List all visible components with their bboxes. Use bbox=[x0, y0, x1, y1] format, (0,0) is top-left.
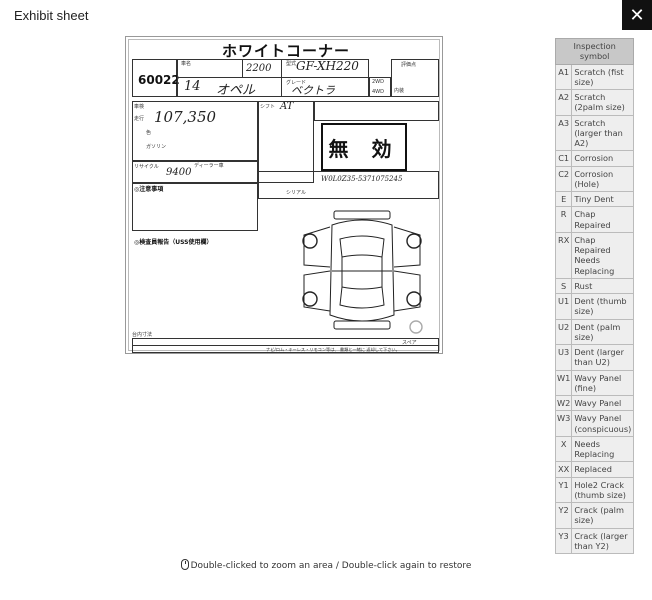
spec-box bbox=[132, 101, 258, 161]
displacement-value: 2200 bbox=[246, 63, 272, 74]
notes-label: ◎注意事項 bbox=[134, 186, 164, 193]
sheet-title: ホワイトコーナー bbox=[222, 42, 351, 60]
chassis-number-value: W0L0Z35-5371075245 bbox=[321, 175, 403, 183]
car-diagram bbox=[302, 210, 423, 334]
recycle-fee-value: 9400 bbox=[166, 167, 192, 178]
close-icon: ✕ bbox=[629, 4, 645, 26]
void-stamp: 無 効 bbox=[321, 123, 407, 171]
year-value: 14 bbox=[184, 79, 201, 94]
lot-box bbox=[132, 59, 177, 97]
close-button[interactable]: ✕ bbox=[622, 0, 652, 30]
make-value: オペル bbox=[216, 83, 256, 98]
car-info-box bbox=[177, 59, 369, 97]
zoom-hint: Double-clicked to zoom an area / Double-… bbox=[0, 559, 652, 571]
zoom-hint-text: Double-clicked to zoom an area / Double-… bbox=[190, 561, 472, 571]
evaluation-box bbox=[391, 59, 439, 97]
sheet-border bbox=[128, 39, 440, 351]
lot-number: 60022 bbox=[138, 73, 180, 87]
grade-value: ベクトラ bbox=[291, 84, 335, 97]
exhibit-sheet-image[interactable]: ホワイトコーナー 60022 車名 型式 2200 GF-XH220 14 オペ… bbox=[125, 36, 443, 354]
legend-header: Inspection symbol bbox=[554, 38, 635, 65]
notes-box bbox=[132, 183, 258, 231]
mouse-icon bbox=[180, 559, 189, 570]
report-label: ◎検査員報告（USS使用欄） bbox=[134, 239, 213, 246]
model-value: GF-XH220 bbox=[296, 59, 359, 73]
header-title: Exhibit sheet bbox=[14, 8, 89, 23]
mileage-value: 107,350 bbox=[154, 108, 217, 126]
shift-value: AT bbox=[280, 101, 294, 112]
